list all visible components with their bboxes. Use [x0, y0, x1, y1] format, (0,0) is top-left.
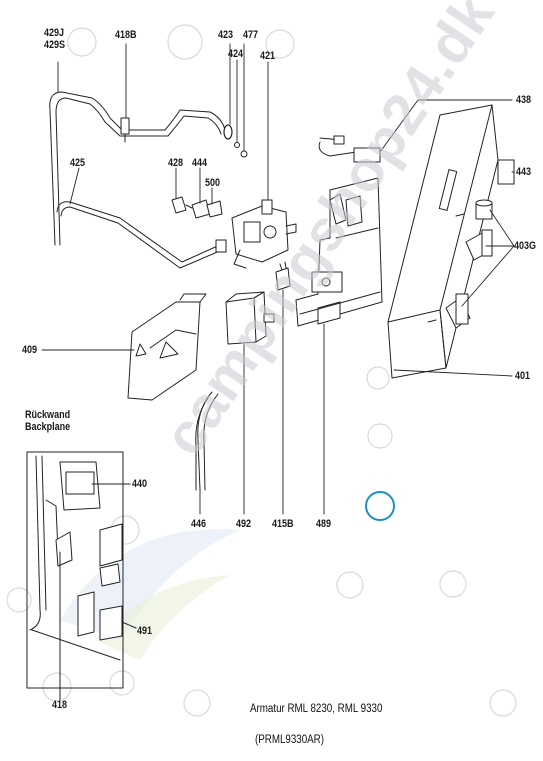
- backplane-label: Backplane: [25, 421, 71, 433]
- spark-plug-415b: [275, 261, 291, 291]
- part-label-477: 477: [243, 29, 259, 41]
- part-label-424: 424: [228, 48, 244, 60]
- backplane-box: [26, 451, 137, 701]
- part-label-428: 428: [168, 157, 184, 169]
- cover-409: [127, 293, 207, 401]
- ring: [489, 689, 517, 717]
- part-label-429s: 429S: [44, 39, 66, 51]
- rueckwand-label: Rückwand: [25, 409, 71, 421]
- ring: [439, 570, 467, 598]
- part-label-438: 438: [516, 94, 532, 106]
- ring: [183, 689, 211, 717]
- caption-line-1: Armatur RML 8230, RML 9330: [250, 703, 383, 715]
- part-label-444: 444: [192, 157, 208, 169]
- ring: [109, 670, 135, 696]
- ring: [366, 366, 390, 390]
- ring: [367, 423, 393, 449]
- part-label-418b: 418B: [115, 29, 137, 41]
- part-label-491: 491: [137, 625, 153, 637]
- part-label-443: 443: [516, 166, 532, 178]
- part-label-429j: 429J: [44, 27, 65, 39]
- knobs-403g-443: [445, 159, 515, 329]
- caption-line-2: (PRML9330AR): [255, 734, 324, 746]
- washer-424: [234, 142, 240, 148]
- ring: [67, 27, 97, 57]
- ring: [336, 571, 364, 599]
- oring-477: [240, 150, 248, 158]
- gas-pipe-429: [49, 91, 233, 246]
- part-label-446: 446: [191, 518, 207, 530]
- fittings-428-444-500: [171, 196, 223, 219]
- gas-valve-421: [231, 199, 297, 269]
- watermark-swoosh: [95, 575, 230, 660]
- control-panel-401: [387, 104, 499, 379]
- part-label-415b: 415B: [272, 518, 294, 530]
- part-label-492: 492: [236, 518, 252, 530]
- part-label-418: 418: [52, 699, 68, 711]
- part-label-425: 425: [70, 157, 86, 169]
- ring: [6, 587, 32, 613]
- part-label-421: 421: [260, 50, 276, 62]
- ring: [42, 672, 72, 702]
- part-label-440: 440: [132, 478, 148, 490]
- cable-438: [318, 135, 381, 163]
- module-492: [225, 291, 275, 345]
- bracket-489: [295, 177, 383, 327]
- part-label-403g: 403G: [514, 240, 537, 252]
- decorative-rings: [6, 24, 517, 717]
- part-label-401: 401: [515, 370, 531, 382]
- cable-446: [195, 391, 219, 491]
- part-label-423: 423: [218, 29, 234, 41]
- clip-418b: [120, 117, 130, 143]
- part-label-489: 489: [316, 518, 332, 530]
- part-label-500: 500: [205, 177, 221, 189]
- ring: [265, 29, 295, 59]
- gas-pipe-425: [56, 201, 227, 269]
- ring: [167, 24, 203, 60]
- highlight-ring: [365, 491, 395, 521]
- leader-lines: [41, 43, 515, 515]
- part-label-409: 409: [22, 344, 38, 356]
